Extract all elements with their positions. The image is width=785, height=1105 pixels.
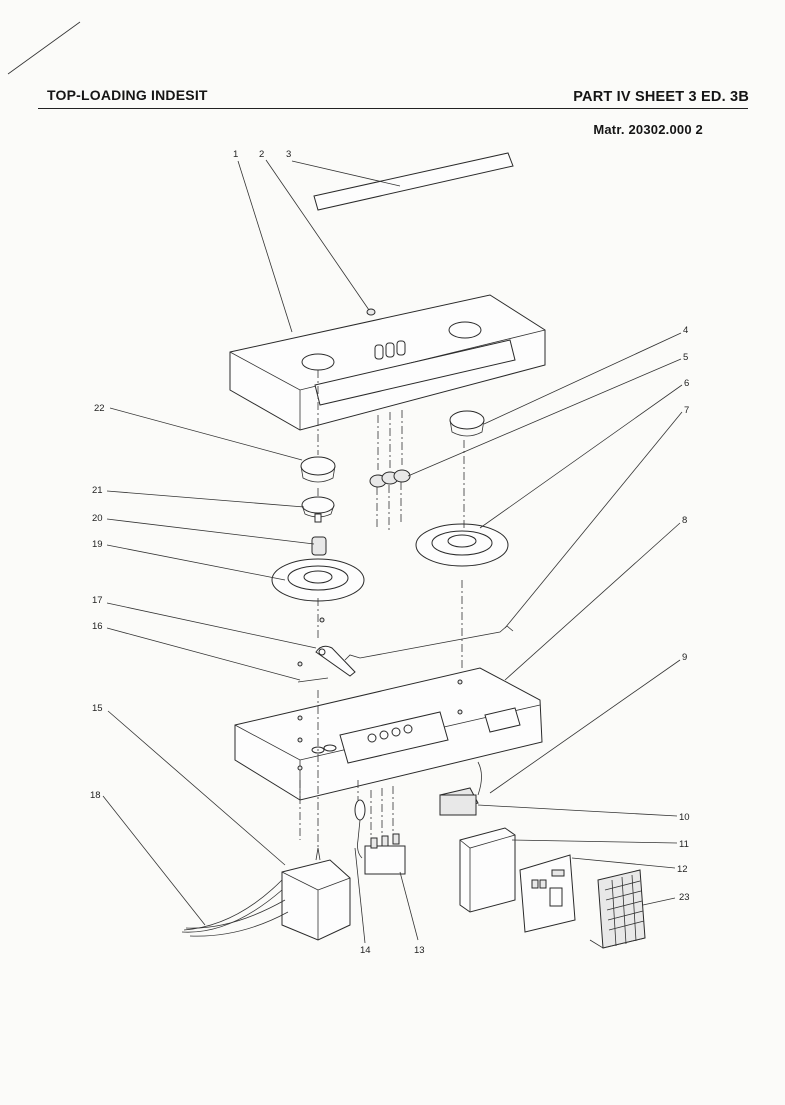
part-dial-6 (415, 523, 509, 567)
callout-9: 9 (682, 652, 687, 663)
callout-8: 8 (682, 515, 687, 526)
part-knob-4 (449, 410, 485, 437)
part-filter-grid-23 (589, 869, 646, 949)
part-switch-10 (439, 787, 479, 816)
part-timer-15 (281, 847, 351, 941)
callout-22: 22 (94, 403, 105, 414)
part-knob-insert-21 (301, 496, 335, 523)
callout-21: 21 (92, 485, 103, 496)
assembly-lines (299, 370, 465, 850)
part-connectors-13 (364, 833, 406, 875)
part-spring-20 (311, 536, 327, 556)
part-lamp-14 (354, 799, 366, 859)
callout-10: 10 (679, 812, 690, 823)
callout-13: 13 (414, 945, 425, 956)
callout-3: 3 (286, 149, 291, 160)
part-push-buttons (369, 469, 411, 488)
leader-lines (102, 159, 683, 944)
part-rod-7 (344, 625, 514, 661)
part-trim-strip (313, 152, 514, 211)
part-bracket-11 (459, 827, 516, 913)
sheet-reference: PART IV SHEET 3 ED. 3B (573, 89, 749, 105)
callout-labels: 1 2 3 4 5 6 7 8 9 10 11 12 13 14 15 16 1… (90, 149, 690, 956)
part-cable-9 (477, 761, 482, 796)
corner-mark (7, 21, 81, 75)
part-lever-17 (315, 645, 356, 677)
callout-6: 6 (684, 378, 689, 389)
callout-18: 18 (90, 790, 101, 801)
part-spring-16 (297, 677, 329, 683)
screws (297, 617, 463, 771)
model-title: TOP-LOADING INDESIT (47, 87, 208, 103)
callout-19: 19 (92, 539, 103, 550)
callout-15: 15 (92, 703, 103, 714)
callout-7: 7 (684, 405, 689, 416)
material-code: Matr. 20302.000 2 (593, 122, 703, 137)
part-knob-22 (300, 456, 336, 483)
callout-12: 12 (677, 864, 688, 875)
part-base-panel-8 (234, 667, 543, 801)
callout-14: 14 (360, 945, 371, 956)
callout-11: 11 (679, 839, 689, 850)
part-dial-19 (271, 558, 365, 602)
callout-20: 20 (92, 513, 103, 524)
callout-5: 5 (683, 352, 688, 363)
callout-17: 17 (92, 595, 103, 606)
part-harness-18 (181, 879, 289, 937)
callout-2: 2 (259, 149, 264, 160)
callout-23: 23 (679, 892, 690, 903)
part-control-panel (229, 294, 546, 431)
callout-4: 4 (683, 325, 688, 336)
part-circuit-board-12 (519, 854, 576, 933)
callout-1: 1 (233, 149, 238, 160)
callout-16: 16 (92, 621, 103, 632)
header-rule (38, 108, 748, 109)
